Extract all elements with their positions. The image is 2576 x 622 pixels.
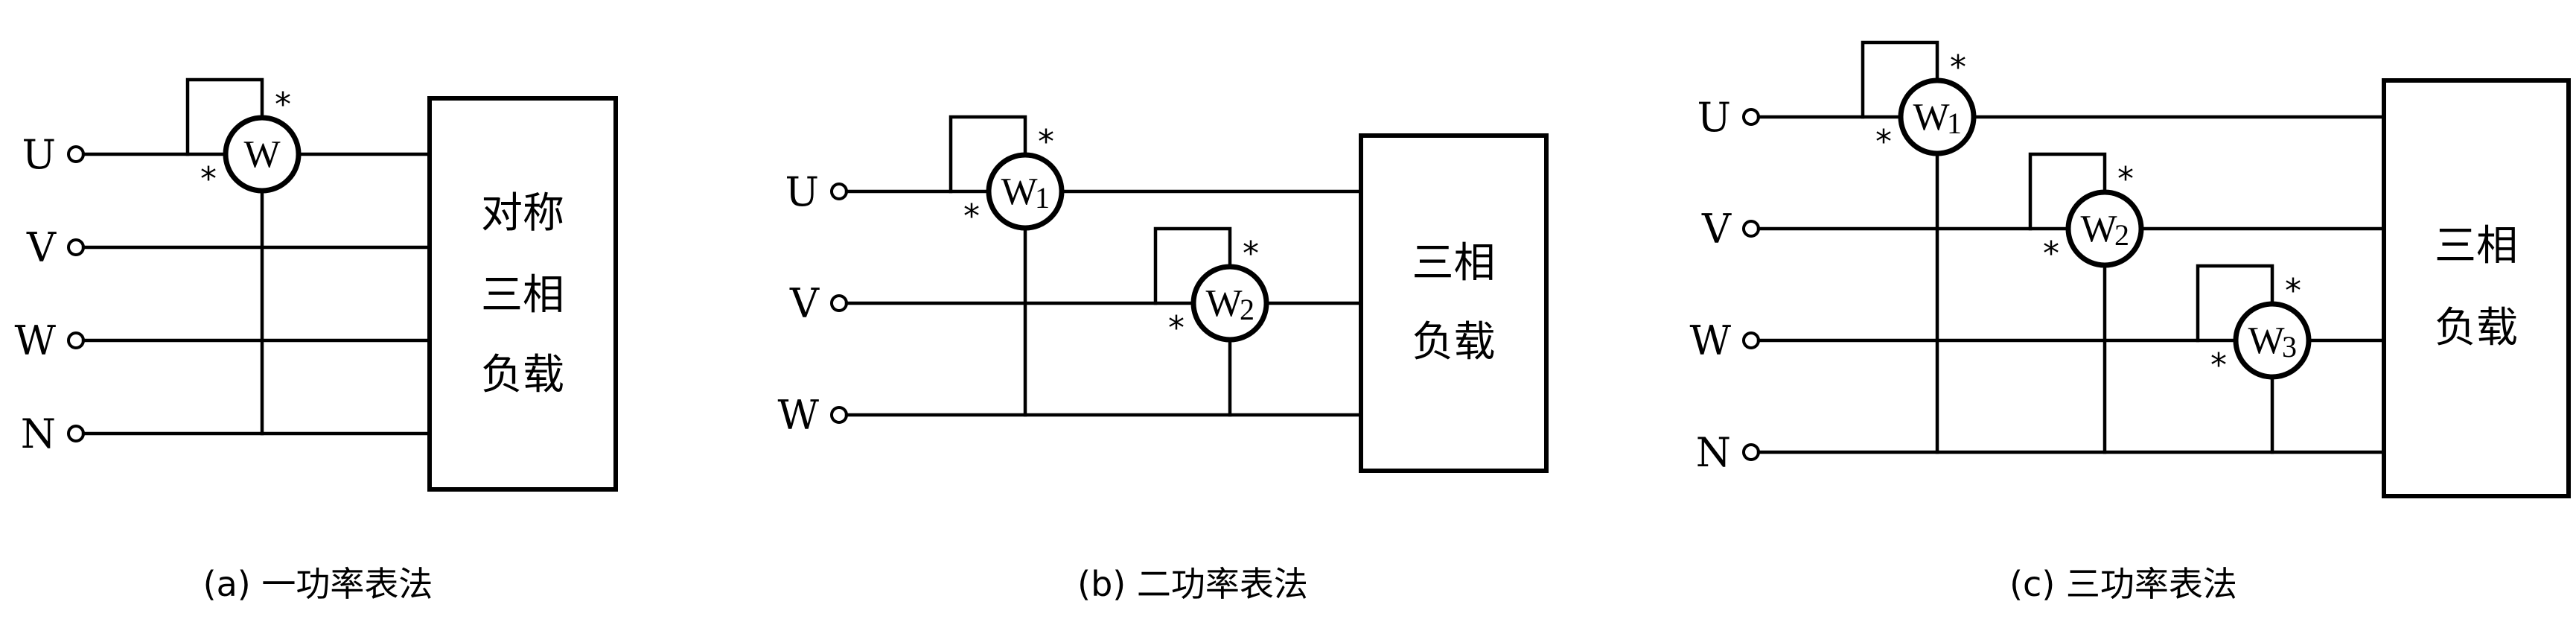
panel-caption: (b) 二功率表法 [1077, 564, 1308, 604]
load-rectangle [2382, 78, 2571, 498]
wattmeter-subscript: 1 [1035, 181, 1050, 215]
line-v: V [26, 224, 432, 271]
line-w: W [777, 392, 1363, 439]
terminal-label: W [777, 392, 819, 439]
terminal-label: V [789, 280, 820, 327]
panel-caption: (c) 三功率表法 [2009, 564, 2237, 604]
polarity-mark-current: * [1168, 309, 1185, 347]
terminal-label: U [785, 168, 819, 215]
wattmeter-icon [1190, 264, 1269, 343]
terminal-icon [1742, 108, 1760, 126]
load-text: 负载 [2435, 304, 2518, 352]
line-w: W [14, 317, 432, 364]
wattmeter-label: W [1913, 96, 1949, 139]
terminal-icon [830, 406, 848, 424]
wattmeter-1: W1 * * [949, 115, 1065, 417]
load-rectangle [1359, 133, 1549, 473]
polarity-mark-current: * [2043, 235, 2059, 273]
polarity-mark-voltage: * [1950, 48, 1966, 86]
line-w: W [1689, 317, 2386, 364]
wattmeter-label: W [2080, 208, 2117, 250]
voltage-coil-loop [1153, 226, 1232, 305]
terminal-label: W [14, 317, 56, 364]
polarity-mark-voltage: * [1243, 235, 1259, 273]
line-n: N [1696, 429, 2386, 476]
voltage-coil-loop [185, 77, 264, 156]
voltage-coil-loop [2028, 152, 2107, 231]
load-rectangle [427, 96, 618, 492]
terminal-icon [830, 183, 848, 200]
wattmeter-subscript: 2 [2114, 218, 2129, 252]
wattmeter-1: W * * [185, 77, 302, 436]
wattmeter-icon [986, 152, 1065, 231]
terminal-label: U [1697, 94, 1731, 141]
wattmeter-icon [1898, 77, 1977, 156]
wattmeter-icon [2065, 189, 2144, 268]
wattmeter-icon [223, 115, 302, 194]
terminal-label: N [1696, 429, 1731, 476]
voltage-coil-loop [1861, 40, 1939, 119]
line-n: N [21, 410, 432, 457]
terminal-icon [1742, 331, 1760, 349]
wattmeter-subscript: 1 [1947, 107, 1962, 140]
wattmeter-label: W [2248, 320, 2284, 362]
polarity-mark-current: * [963, 197, 980, 235]
line-u: U [1697, 94, 2386, 141]
terminal-label: U [22, 131, 56, 178]
terminal-icon [1742, 443, 1760, 461]
voltage-coil-loop [949, 115, 1027, 194]
wattmeter-label: W [1001, 171, 1037, 213]
terminal-icon [67, 145, 85, 163]
voltage-coil-loop [2196, 264, 2274, 343]
load-text: 负载 [1412, 318, 1496, 366]
wattmeter-3: W3 * * [2196, 264, 2312, 454]
terminal-icon [67, 331, 85, 349]
wattmeter-label: W [1205, 282, 1242, 325]
load-text: 负载 [481, 351, 564, 399]
load-text: 三相 [1412, 239, 1496, 288]
terminal-label: W [1689, 317, 1731, 364]
wattmeter-2: W2 * * [2028, 152, 2144, 454]
polarity-mark-voltage: * [2285, 272, 2301, 310]
polarity-mark-voltage: * [2117, 160, 2134, 198]
panel-caption: (a) 一功率表法 [203, 564, 433, 604]
wattmeter-subscript: 2 [1240, 293, 1254, 326]
line-u: U [785, 168, 1363, 215]
load-text: 对称 [481, 189, 564, 238]
wattmeter-2: W2 * * [1153, 226, 1269, 417]
wattmeter-subscript: 3 [2282, 330, 2297, 364]
line-v: V [789, 280, 1363, 327]
terminal-icon [1742, 220, 1760, 238]
terminal-label: V [26, 224, 57, 271]
line-u: U [22, 131, 432, 178]
terminal-icon [67, 238, 85, 256]
polarity-mark-current: * [200, 160, 217, 198]
wattmeter-icon [2233, 301, 2312, 380]
terminal-label: N [21, 410, 56, 457]
load-text: 三相 [481, 271, 564, 320]
wattmeter-label: W [243, 133, 280, 176]
load-text: 三相 [2435, 222, 2518, 270]
terminal-icon [830, 294, 848, 312]
polarity-mark-voltage: * [275, 86, 291, 124]
polarity-mark-current: * [2210, 346, 2227, 384]
terminal-label: V [1701, 206, 1732, 253]
polarity-mark-voltage: * [1038, 123, 1054, 161]
polarity-mark-current: * [1875, 123, 1892, 161]
terminal-icon [67, 425, 85, 442]
wattmeter-1: W1 * * [1861, 40, 1977, 454]
line-v: V [1701, 206, 2386, 253]
